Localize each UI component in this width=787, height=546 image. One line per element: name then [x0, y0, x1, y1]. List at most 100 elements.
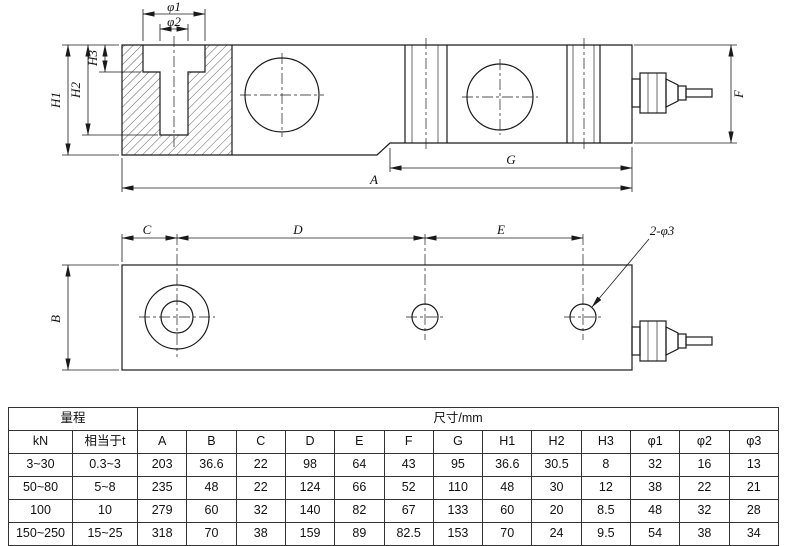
table-cell: 133	[432, 499, 484, 523]
column-header: H3	[580, 430, 631, 454]
table-cell: 52	[383, 476, 434, 500]
dim-label-b: B	[48, 315, 63, 323]
table-cell: 203	[137, 453, 188, 477]
table-cell: 60	[482, 499, 533, 523]
table-cell: 38	[235, 522, 286, 546]
cable-gland-top	[631, 320, 713, 362]
column-header: B	[186, 430, 237, 454]
column-header: H2	[531, 430, 582, 454]
dim-label-phi1: φ1	[167, 0, 181, 14]
column-header: D	[284, 430, 336, 454]
table-cell: 15~25	[71, 522, 139, 546]
dim-label-phi2: φ2	[167, 14, 181, 29]
table-cell: 8.5	[580, 499, 631, 523]
table-cell: 12	[580, 476, 631, 500]
table-cell: 32	[679, 499, 730, 523]
table-cell: 36.6	[186, 453, 237, 477]
column-header: E	[334, 430, 385, 454]
table-cell: 9.5	[580, 522, 631, 546]
table-cell: 67	[383, 499, 434, 523]
table-cell: 32	[235, 499, 286, 523]
table-cell: 110	[432, 476, 484, 500]
table-cell: 34	[728, 522, 780, 546]
column-header: 相当于t	[71, 430, 139, 454]
table-cell: 124	[284, 476, 336, 500]
table-cell: 30.5	[531, 453, 582, 477]
dim-label-e: E	[496, 222, 505, 237]
table-cell: 16	[679, 453, 730, 477]
hatch-fill	[122, 45, 232, 155]
dim-label-h3: H3	[85, 50, 100, 67]
table-cell: 70	[482, 522, 533, 546]
column-header: φ1	[629, 430, 681, 454]
column-header: A	[137, 430, 188, 454]
table-cell: 159	[284, 522, 336, 546]
table-cell: 38	[679, 522, 730, 546]
body-plan-outline	[121, 264, 633, 371]
table-cell: 89	[334, 522, 385, 546]
column-header: H1	[482, 430, 533, 454]
table-cell: 0.3~3	[71, 453, 139, 477]
table-cell: 100	[8, 499, 73, 523]
table-group-header-row: 量程 尺寸/mm	[7, 407, 779, 431]
column-header: G	[432, 430, 484, 454]
range-group-header: 量程	[7, 407, 139, 431]
table-cell: 82	[334, 499, 385, 523]
stepped-bore	[142, 45, 206, 136]
table-cell: 64	[334, 453, 385, 477]
table-cell: 150~250	[8, 522, 73, 546]
counterbore-hole-top	[139, 234, 215, 357]
dim-label-a: A	[369, 172, 378, 187]
table-cell: 28	[728, 499, 780, 523]
table-cell: 140	[284, 499, 336, 523]
table-cell: 13	[728, 453, 780, 477]
table-cell: 36.6	[482, 453, 533, 477]
table-cell: 24	[531, 522, 582, 546]
table-cell: 98	[284, 453, 336, 477]
column-header: φ3	[728, 430, 780, 454]
table-cell: 5~8	[71, 476, 139, 500]
top-view-drawing: C D E 2-φ3 B	[48, 222, 713, 371]
table-cell: 30	[531, 476, 582, 500]
dim-label-f: F	[731, 89, 746, 99]
side-view-drawing: φ1 φ2 H1 H2 H3 G	[48, 0, 746, 192]
column-header: C	[235, 430, 286, 454]
table-cell: 38	[629, 476, 681, 500]
dim-label-h1: H1	[48, 92, 63, 109]
table-cell: 70	[186, 522, 237, 546]
mounting-hole-1-side	[404, 38, 448, 150]
table-cell: 22	[235, 453, 286, 477]
dim-label-2phi3: 2-φ3	[650, 223, 675, 238]
dim-label-g: G	[506, 152, 516, 167]
column-header: F	[383, 430, 434, 454]
mounting-hole-1-top	[406, 234, 444, 340]
dim-label-h2: H2	[68, 82, 83, 99]
column-header: kN	[8, 430, 73, 454]
table-cell: 3~30	[8, 453, 73, 477]
table-cell: 10	[71, 499, 139, 523]
table-cell: 48	[482, 476, 533, 500]
table-cell: 318	[137, 522, 188, 546]
column-header: φ2	[679, 430, 730, 454]
table-cell: 32	[629, 453, 681, 477]
mounting-hole-2-top	[564, 234, 602, 340]
table-cell: 66	[334, 476, 385, 500]
table-cell: 54	[629, 522, 681, 546]
table-cell: 95	[432, 453, 484, 477]
table-cell: 20	[531, 499, 582, 523]
table-cell: 48	[629, 499, 681, 523]
mounting-hole-2-side	[566, 38, 601, 150]
table-cell: 22	[235, 476, 286, 500]
dim-label-d: D	[292, 222, 303, 237]
cable-gland-side	[631, 72, 713, 114]
table-cell: 235	[137, 476, 188, 500]
dim-label-c: C	[143, 222, 152, 237]
table-cell: 43	[383, 453, 434, 477]
table-cell: 279	[137, 499, 188, 523]
body-outline	[121, 44, 633, 156]
